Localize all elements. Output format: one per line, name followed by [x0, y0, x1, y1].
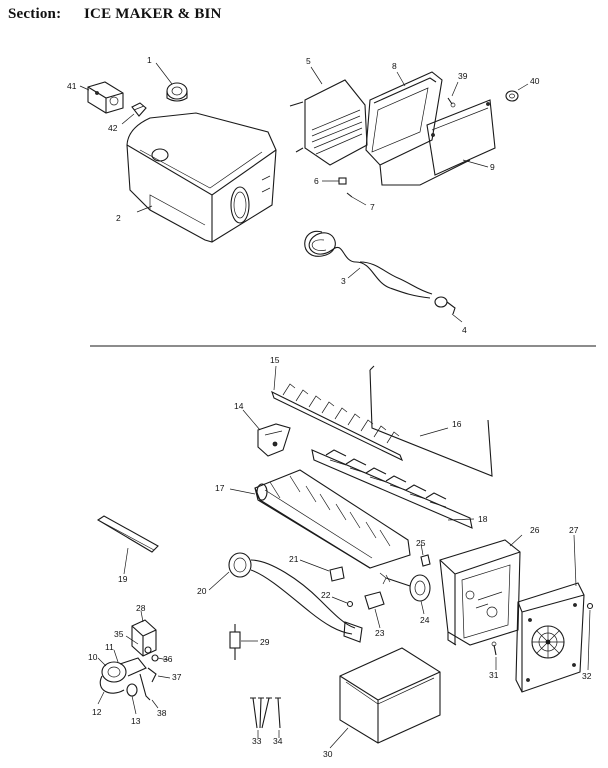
callout-2: 2	[116, 213, 121, 223]
callout-34: 34	[273, 736, 283, 746]
callout-15: 15	[270, 355, 280, 365]
callout-23: 23	[375, 628, 385, 638]
bracket-part	[242, 409, 291, 457]
callout-41: 41	[67, 81, 77, 91]
callout-26: 26	[530, 525, 540, 535]
screw-31-part	[491, 641, 497, 670]
callout-3: 3	[341, 276, 346, 286]
fitting-part	[125, 635, 169, 662]
callout-17: 17	[215, 483, 225, 493]
callout-24: 24	[420, 615, 430, 625]
callout-18: 18	[478, 514, 488, 524]
callout-39: 39	[458, 71, 468, 81]
callout-33: 33	[252, 736, 262, 746]
module-cover-part	[515, 534, 585, 693]
cap-part	[299, 559, 345, 582]
control-housing-part	[439, 534, 523, 646]
shield-part	[369, 365, 493, 477]
screw-32-part	[586, 602, 594, 671]
callout-16: 16	[452, 419, 462, 429]
stripper-part	[311, 449, 475, 529]
ice-bin-part	[126, 112, 277, 243]
callout-22: 22	[321, 590, 331, 600]
screws-33-34-part	[250, 697, 281, 738]
callout-37: 37	[172, 672, 182, 682]
callout-19: 19	[118, 574, 128, 584]
callout-32: 32	[582, 671, 592, 681]
callout-20: 20	[197, 586, 207, 596]
callout-28: 28	[136, 603, 146, 613]
fill-tube-part	[304, 230, 433, 299]
callout-38: 38	[157, 708, 167, 718]
mount-bracket-part	[364, 591, 385, 629]
callout-25: 25	[416, 538, 426, 548]
clip-part	[121, 102, 147, 125]
bushing-part	[505, 83, 529, 102]
knob-part	[155, 62, 188, 102]
fuse-part	[229, 624, 258, 660]
callout-30: 30	[323, 749, 333, 759]
callout-42: 42	[108, 123, 118, 133]
callout-12: 12	[92, 707, 102, 717]
callout-13: 13	[131, 716, 141, 726]
screw-22-part	[331, 596, 354, 608]
callout-14: 14	[234, 401, 244, 411]
drive-gear-part	[379, 572, 431, 615]
bin-cover-part	[365, 71, 471, 186]
callout-21: 21	[289, 554, 299, 564]
callout-9: 9	[490, 162, 495, 172]
switch-part	[420, 543, 431, 567]
ejector-part	[271, 365, 404, 462]
callout-31: 31	[489, 670, 499, 680]
water-valve-part	[131, 610, 157, 657]
callout-36: 36	[163, 654, 173, 664]
screw-part	[322, 177, 367, 206]
housing-cover-part	[329, 647, 441, 749]
solenoid-part	[97, 649, 147, 715]
callout-4: 4	[462, 325, 467, 335]
heater-part	[96, 515, 159, 575]
screw-39-part	[447, 81, 459, 108]
callout-27: 27	[569, 525, 579, 535]
section-label: Section:	[8, 6, 62, 22]
callout-5: 5	[306, 56, 311, 66]
callout-8: 8	[392, 61, 397, 71]
door-panel-part	[426, 99, 496, 176]
callout-6: 6	[314, 176, 319, 186]
callout-labels: 1 2 3 4 5 6 7 8 9 10 11 12 13 14 15 16 1…	[67, 55, 592, 759]
thermostat-part	[208, 552, 363, 643]
callout-40: 40	[530, 76, 540, 86]
callout-35: 35	[114, 629, 124, 639]
callout-7: 7	[370, 202, 375, 212]
section-title: ICE MAKER & BIN	[84, 6, 222, 22]
callout-11: 11	[105, 642, 114, 652]
callout-10: 10	[88, 652, 98, 662]
callout-29: 29	[260, 637, 270, 647]
tube-fitting-part	[139, 667, 171, 709]
auger-motor-part	[79, 81, 124, 114]
front-panel-part	[289, 66, 368, 166]
mold-part	[229, 469, 411, 569]
connector-part	[434, 296, 463, 323]
callout-1: 1	[147, 55, 152, 65]
